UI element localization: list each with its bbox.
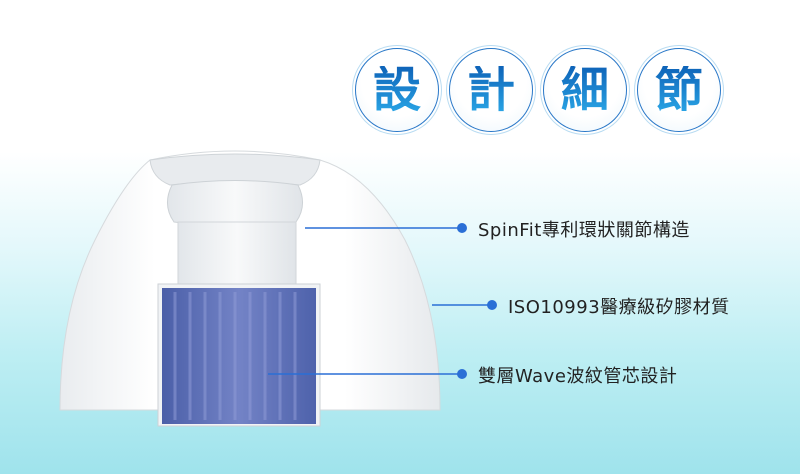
title-badge-4: 節 [637, 48, 721, 132]
callout-label-wave-core: 雙層Wave波紋管芯設計 [478, 366, 678, 387]
wave-core [162, 288, 316, 424]
ring-joint [167, 180, 303, 227]
callout-2 [432, 300, 497, 310]
title-badge-3: 細 [543, 48, 627, 132]
title-badge-1: 設 [355, 48, 439, 132]
eartip-rim [149, 153, 321, 186]
callout-1 [305, 223, 467, 233]
callout-label-silicone: ISO10993醫療級矽膠材質 [508, 297, 730, 318]
callout-3 [268, 369, 467, 379]
inner-stem [177, 221, 297, 287]
wave-ridges [173, 292, 297, 420]
title-badge-2: 計 [449, 48, 533, 132]
title-badges: 設 計 細 節 [355, 48, 755, 132]
callout-label-ring-joint: SpinFit專利環狀關節構造 [478, 220, 690, 241]
